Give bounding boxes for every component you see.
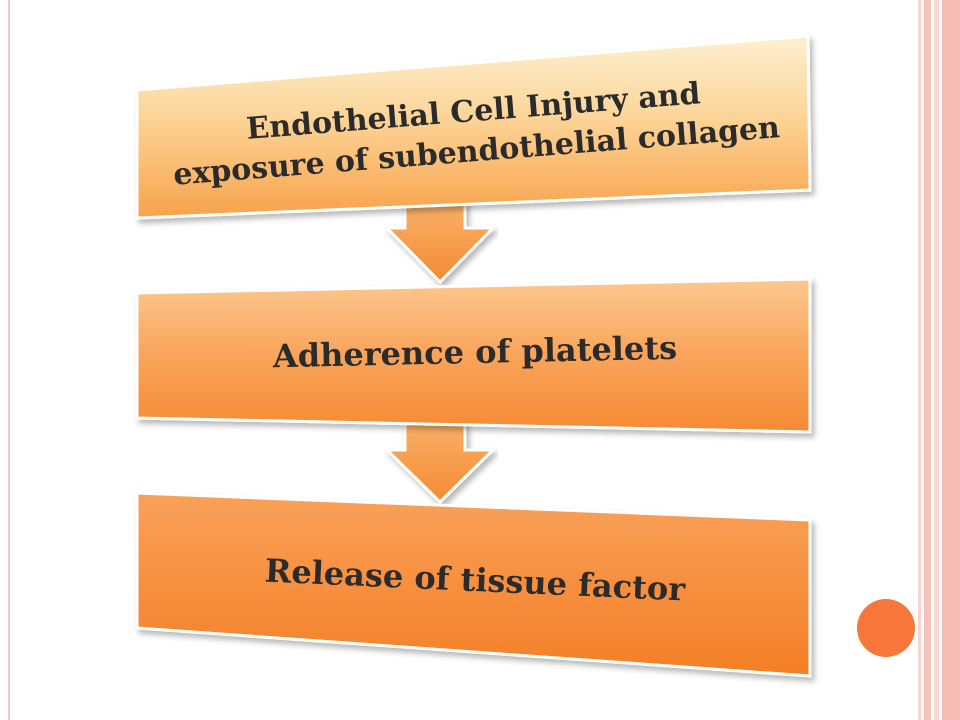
step-box-2 (135, 277, 812, 434)
slide-border-left (8, 0, 10, 720)
accent-circle (857, 599, 915, 657)
down-arrow-2 (383, 416, 497, 505)
step-box-3 (135, 491, 812, 678)
slide-border-stripe (934, 0, 939, 720)
slide-border-stripe (918, 0, 921, 720)
slide-border-stripe (942, 0, 960, 720)
step-box-1 (135, 34, 812, 220)
slide-border-stripe (924, 0, 931, 720)
down-arrow-1 (383, 198, 497, 285)
